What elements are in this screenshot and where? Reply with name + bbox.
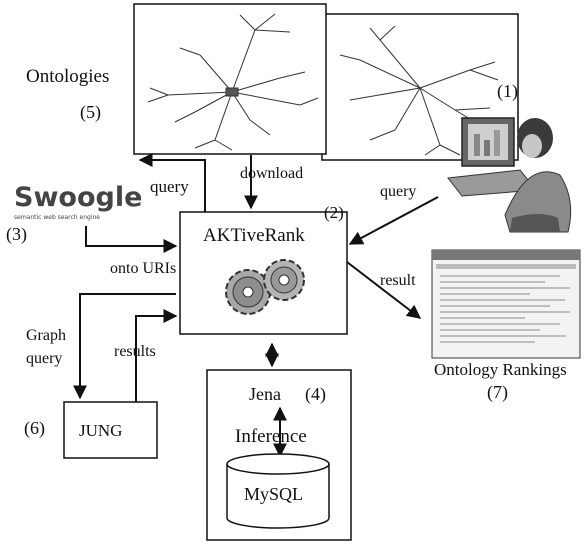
onto-uris-label: onto URIs [110,260,176,277]
ontologies-label: Ontologies [26,66,109,87]
aktiverank-box [179,211,348,335]
jung-label: JUNG [79,421,122,440]
jung-box [63,401,158,459]
query-left-label: query [150,177,189,196]
results-arrow [135,309,178,402]
user-number: (1) [497,81,518,102]
jena-number: (4) [305,384,326,405]
ontology-graph-front [133,3,327,155]
user-query-arrow [348,196,439,245]
ontology-rankings-screenshot [431,249,581,359]
inference-label: Inference [235,426,307,447]
aktiverank-label: AKTiveRank [203,225,305,246]
jena-label: Jena [249,384,281,404]
jung-number: (6) [24,418,45,439]
onto-uris-arrow [85,226,178,253]
ontology-graph-back [321,13,519,161]
gears-icon [225,259,305,315]
swoogle-number: (3) [6,224,27,245]
mysql-database [226,453,330,529]
aktiverank-number: (2) [324,203,344,222]
graph-query-arrow [73,293,176,400]
results-label: results [114,343,156,360]
ontologies-number: (5) [80,102,101,123]
download-label: download [240,165,303,182]
user-at-computer-icon [447,117,572,233]
query-right-label: query [380,183,416,200]
result-arrow [346,261,422,319]
graph-query-label-1: Graph [26,327,66,344]
ontology-rankings-number: (7) [487,382,508,403]
ontology-rankings-label: Ontology Rankings [434,360,567,379]
swoogle-tagline: semantic web search engine [14,214,100,221]
query-to-swoogle-arrow [138,153,206,212]
result-label: result [380,272,416,289]
swoogle-logo: Swoogle [14,182,142,213]
graph-query-label-2: query [26,350,62,367]
mysql-label: MySQL [244,484,303,504]
